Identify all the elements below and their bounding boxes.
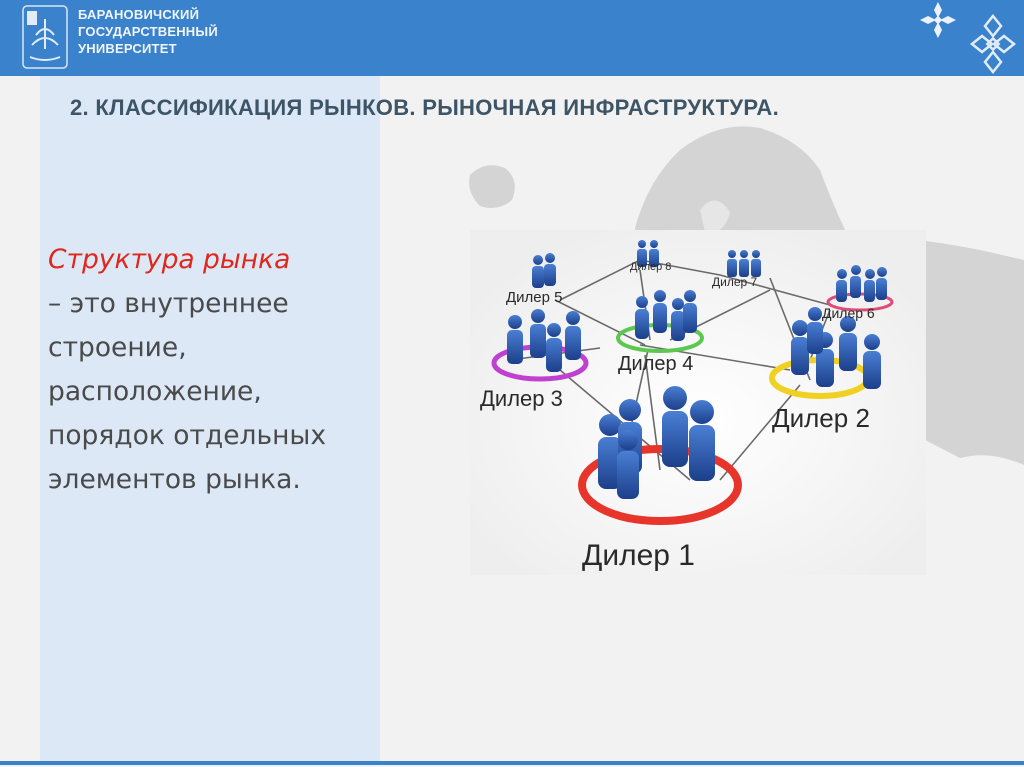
header-bar: БАРАНОВИЧСКИЙ ГОСУДАРСТВЕННЫЙ УНИВЕРСИТЕ… <box>0 0 1024 76</box>
snowflake-ornament-icon <box>969 13 1017 75</box>
left-panel <box>40 76 380 761</box>
dealer-3-label: Дилер 3 <box>480 386 563 411</box>
dealer-network-illustration: Дилер 1 Дилер 2 Дилер 3 Дилер 4 Дилер 5 … <box>470 230 926 575</box>
dealer-4-label: Дилер 4 <box>618 353 693 375</box>
dealer-1-ring <box>578 445 742 525</box>
university-name: БАРАНОВИЧСКИЙ ГОСУДАРСТВЕННЫЙ УНИВЕРСИТЕ… <box>78 6 218 57</box>
definition-block: Структура рынка – это внутреннее строени… <box>48 238 378 502</box>
dealer-5-label: Дилер 5 <box>506 289 562 306</box>
university-emblem-icon <box>22 5 68 69</box>
university-name-line-2: ГОСУДАРСТВЕННЫЙ <box>78 24 218 39</box>
term-definition: – это внутреннее строение, расположение,… <box>48 288 327 495</box>
bottom-accent-line <box>0 761 1024 765</box>
dealer-6-label: Дилер 6 <box>822 305 875 321</box>
dealer-2-label: Дилер 2 <box>772 403 870 433</box>
snowflake-ornament-icon <box>920 2 956 38</box>
dealer-7-label: Дилер 7 <box>712 275 758 289</box>
university-name-line-3: УНИВЕРСИТЕТ <box>78 41 177 56</box>
university-name-line-1: БАРАНОВИЧСКИЙ <box>78 7 200 22</box>
dealer-8-label: Дилер 8 <box>630 261 671 273</box>
dealer-1-label: Дилер 1 <box>582 539 695 572</box>
term-market-structure: Структура рынка <box>48 244 291 275</box>
slide-title: 2. КЛАССИФИКАЦИЯ РЫНКОВ. РЫНОЧНАЯ ИНФРАС… <box>70 95 780 120</box>
